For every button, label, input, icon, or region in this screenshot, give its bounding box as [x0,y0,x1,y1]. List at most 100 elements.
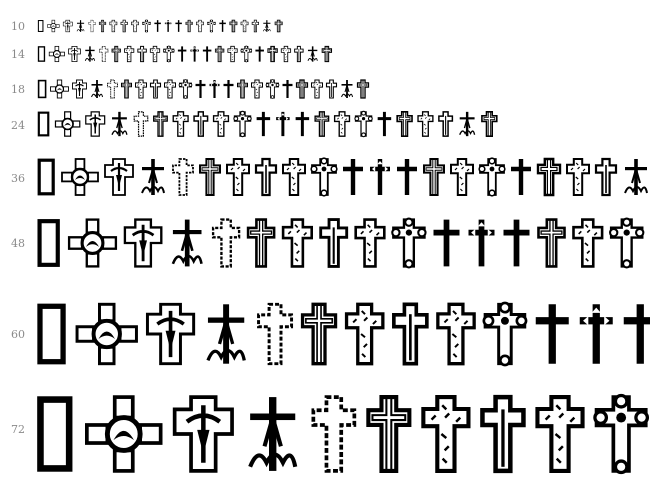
glyph-pointed-cross-icon [579,304,613,364]
glyph-textured-cross-icon [124,45,135,63]
glyph-row-36 [37,157,648,197]
glyph-pointed-cross-icon [164,20,172,32]
glyph-sketched-cross-icon [257,302,294,366]
glyph-crucifix-tablet-icon [72,79,87,99]
glyph-box-icon [37,219,60,267]
glyph-textured-cross-icon [311,79,323,99]
glyph-outlined-cross-icon [121,79,132,99]
glyph-textured-cross-icon [333,111,351,137]
glyph-row-60 [37,301,650,367]
glyph-ornate-cross-icon [310,157,338,197]
size-label-72: 72 [11,423,25,436]
glyph-filled-cross-icon [535,304,569,364]
glyph-filled-cross-icon [377,111,392,137]
glyph-outlined-cross-icon [246,218,276,268]
glyph-sketched-cross-icon [107,79,118,99]
size-label-36: 36 [11,172,25,185]
glyph-filled-cross-icon [219,20,226,32]
glyph-rayed-sun-cross-icon [47,19,60,33]
glyph-textured-cross-icon [240,19,249,33]
glyph-inlaid-cross-icon [120,19,128,33]
glyph-textured-cross-icon [282,158,306,196]
glyph-box-icon [37,79,47,99]
glyph-row-72 [37,393,650,475]
glyph-textured-cross-icon [196,19,204,33]
glyph-filled-cross-icon [623,304,650,364]
glyph-ornate-cross-icon [240,45,253,63]
glyph-outlined-cross-icon [423,158,445,196]
glyph-box-icon [37,111,50,137]
glyph-inlaid-cross-icon [438,111,454,137]
glyph-ornate-cross-icon [178,79,193,99]
glyph-filled-cross-icon [195,80,206,98]
glyph-inlaid-cross-icon [193,111,209,137]
glyph-crucifix-tablet-icon [104,158,134,196]
glyph-crucifix-tablet-icon [123,218,163,268]
glyph-rayed-sun-cross-icon [50,79,69,99]
glyph-boxed-cross-icon [356,79,370,99]
glyph-row-14 [37,45,333,63]
glyph-outlined-cross-icon [366,395,412,473]
glyph-crucifix-tablet-icon [68,45,81,63]
glyph-crucifix-tablet-icon [172,395,234,473]
glyph-pointed-cross-icon [209,80,220,98]
glyph-boxed-cross-icon [295,79,309,99]
glyph-outlined-cross-icon [185,19,193,33]
glyph-filled-cross-icon [256,111,271,137]
glyph-boxed-cross-icon [396,111,413,137]
glyph-ornate-cross-icon [142,19,151,33]
glyph-ornate-cross-icon [265,79,280,99]
glyph-rayed-sun-cross-icon [54,111,81,137]
glyph-inlaid-cross-icon [392,302,429,366]
size-label-24: 24 [11,119,25,132]
glyph-textured-cross-icon [344,302,385,366]
glyph-inlaid-cross-icon [319,218,349,268]
glyph-box-icon [37,20,44,32]
glyph-boxed-cross-icon [481,111,498,137]
glyph-crucifix-vines-icon [624,159,648,195]
glyph-filled-cross-icon [154,20,161,32]
glyph-sketched-cross-icon [99,45,109,63]
glyph-crucifix-vines-icon [141,159,165,195]
glyph-rayed-sun-cross-icon [75,302,138,366]
glyph-box-icon [37,396,73,472]
glyph-outlined-cross-icon [300,302,338,366]
glyph-textured-cross-icon [149,45,161,63]
glyph-outlined-cross-icon [111,45,121,63]
glyph-filled-cross-icon [223,80,234,98]
glyph-textured-cross-icon [251,79,263,99]
glyph-crucifix-vines-icon [248,397,298,471]
glyph-textured-cross-icon [135,79,147,99]
glyph-row-24 [37,110,498,138]
glyph-sketched-cross-icon [172,158,194,196]
glyph-box-icon [37,303,66,365]
glyph-ornate-cross-icon [354,110,373,138]
glyph-rayed-sun-cross-icon [85,395,163,473]
glyph-textured-cross-icon [421,395,471,473]
size-label-48: 48 [11,237,25,250]
glyph-textured-cross-icon [572,218,604,268]
glyph-inlaid-cross-icon [251,19,259,33]
glyph-ornate-cross-icon [593,393,650,475]
glyph-crucifix-tablet-icon [85,111,106,137]
glyph-inlaid-cross-icon [594,157,618,197]
glyph-crucifix-vines-icon [262,20,271,32]
glyph-crucifix-vines-icon [459,111,476,137]
glyph-boxed-cross-icon [536,157,562,197]
glyph-outlined-cross-icon [199,158,221,196]
glyph-filled-cross-icon [433,219,460,267]
glyph-outlined-cross-icon [314,111,330,137]
glyph-pointed-cross-icon [190,46,199,62]
glyph-crucifix-vines-icon [341,80,353,98]
glyph-outlined-cross-icon [214,45,225,63]
glyph-boxed-cross-icon [267,45,278,63]
glyph-pointed-cross-icon [276,111,290,137]
glyph-filled-cross-icon [255,46,264,62]
glyph-inlaid-cross-icon [149,79,162,99]
glyph-textured-cross-icon [566,158,590,196]
glyph-filled-cross-icon [511,159,531,195]
glyph-textured-cross-icon [131,19,139,33]
glyph-filled-cross-icon [175,20,182,32]
